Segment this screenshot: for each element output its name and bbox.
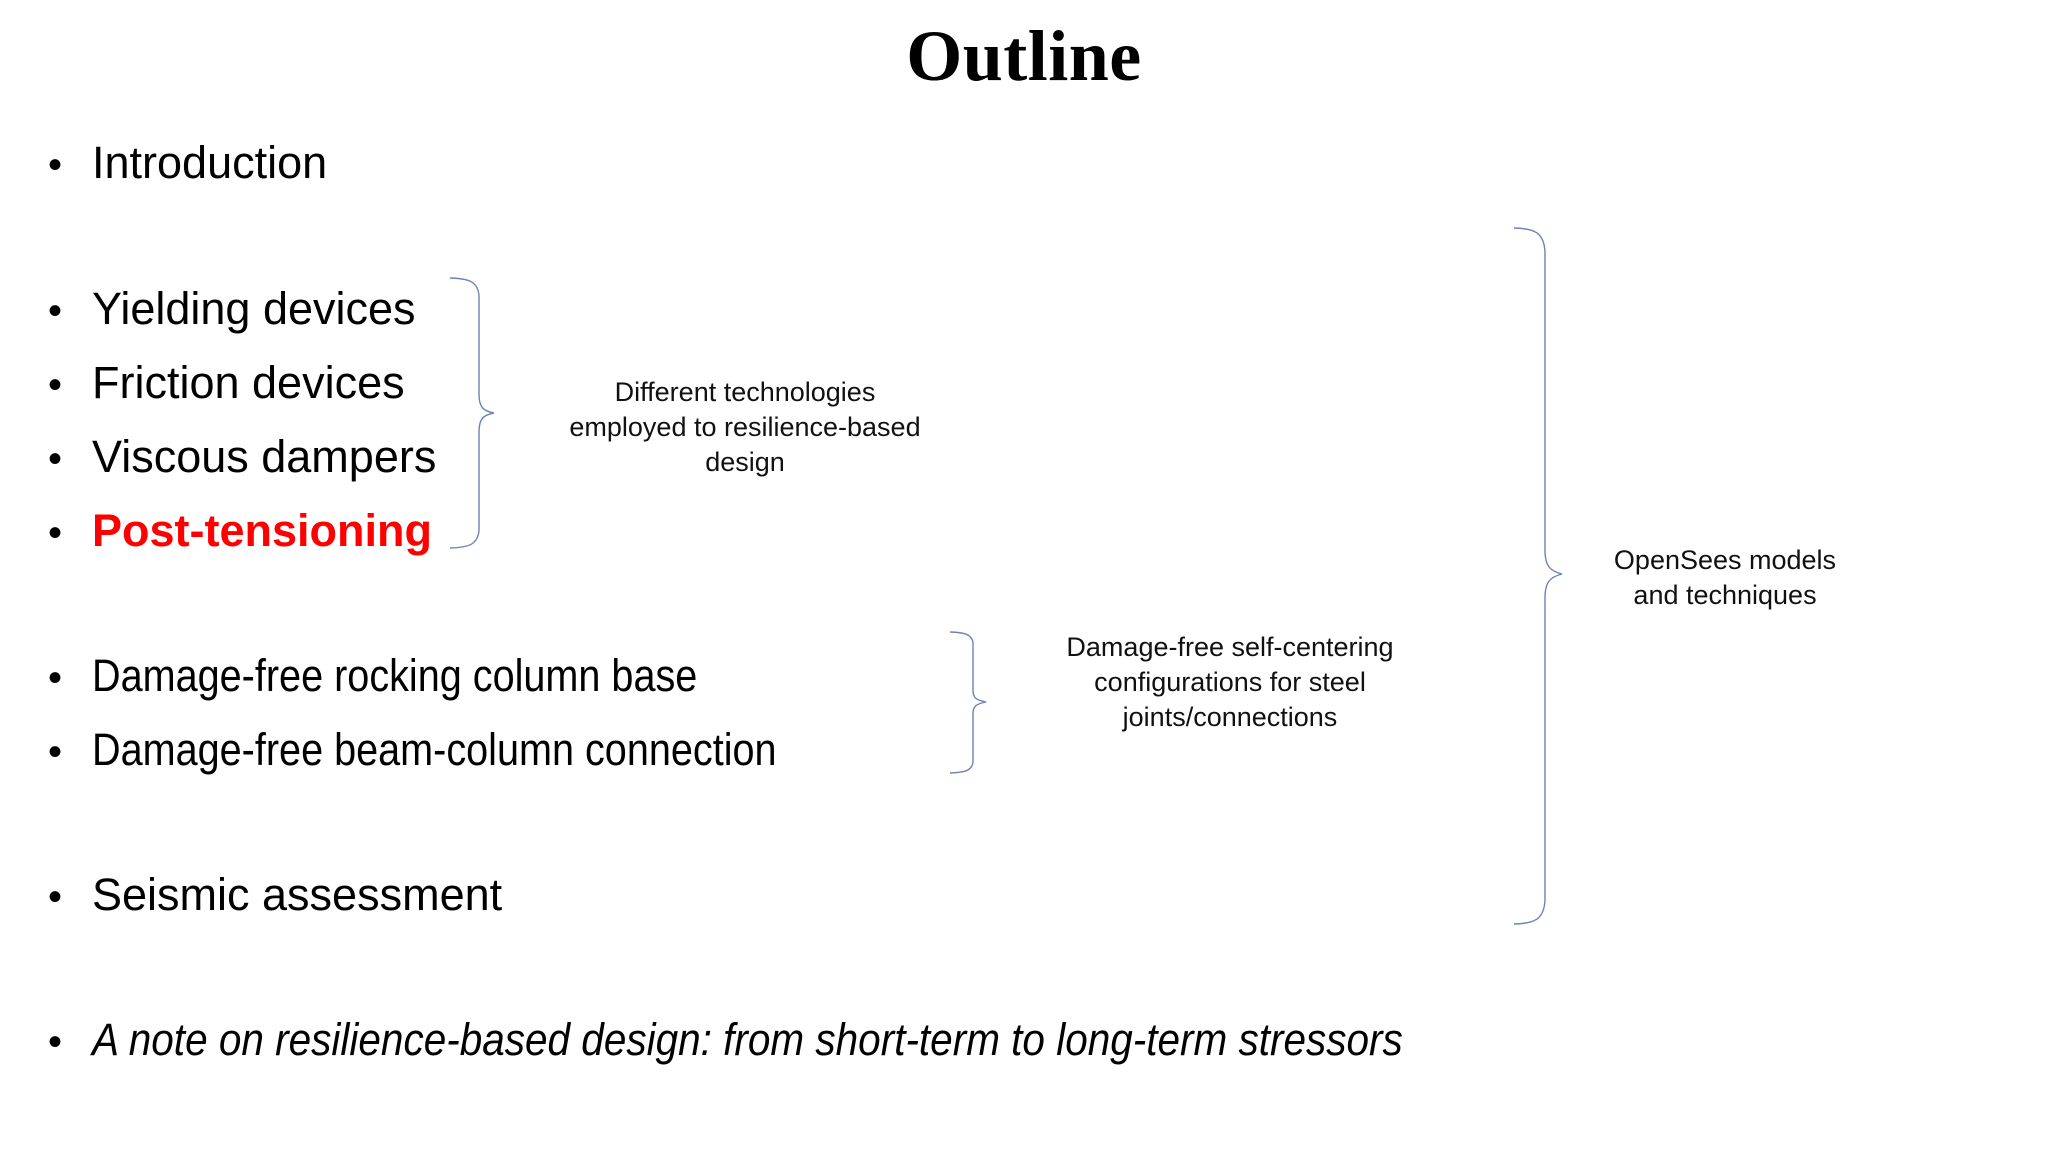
page-title: Outline bbox=[906, 16, 1142, 96]
annotation-technologies-line-3: design bbox=[705, 447, 785, 478]
list-item-viscous-dampers[interactable]: • Viscous dampers bbox=[48, 434, 436, 479]
annotation-technologies-line-2: employed to resilience-based bbox=[569, 412, 921, 443]
annotation-configurations-line-3: joints/connections bbox=[1122, 702, 1338, 733]
list-item-introduction[interactable]: • Introduction bbox=[48, 140, 327, 185]
bullet-marker-icon: • bbox=[48, 511, 63, 555]
annotation-opensees: OpenSees models and techniques bbox=[1575, 543, 1875, 613]
bullet-marker-icon: • bbox=[48, 363, 63, 407]
list-item-label-highlighted: Post-tensioning bbox=[92, 505, 432, 556]
bullet-marker-icon: • bbox=[48, 289, 63, 333]
list-item-yielding-devices[interactable]: • Yielding devices bbox=[48, 286, 416, 331]
list-item-label: Yielding devices bbox=[92, 283, 416, 334]
annotation-configurations: Damage-free self-centering configuration… bbox=[1000, 630, 1460, 735]
annotation-technologies: Different technologies employed to resil… bbox=[530, 375, 960, 480]
list-item-label: Seismic assessment bbox=[92, 869, 503, 920]
bullet-marker-icon: • bbox=[48, 656, 63, 700]
brace-technologies-icon bbox=[448, 276, 496, 550]
annotation-configurations-line-2: configurations for steel bbox=[1094, 667, 1366, 698]
list-item-label: Viscous dampers bbox=[92, 431, 437, 482]
list-item-label: Damage-free beam-column connection bbox=[92, 724, 777, 775]
list-item-label: Introduction bbox=[92, 137, 328, 188]
list-item-beam-column-connection[interactable]: • Damage-free beam-column connection bbox=[48, 727, 870, 772]
bullet-marker-icon: • bbox=[48, 437, 63, 481]
annotation-configurations-line-1: Damage-free self-centering bbox=[1066, 632, 1394, 662]
bullet-marker-icon: • bbox=[48, 875, 63, 919]
list-item-label: Damage-free rocking column base bbox=[92, 650, 698, 701]
annotation-opensees-line-2: and techniques bbox=[1633, 580, 1817, 611]
list-item-rocking-column-base[interactable]: • Damage-free rocking column base bbox=[48, 653, 780, 698]
list-item-post-tensioning[interactable]: • Post-tensioning bbox=[48, 508, 432, 553]
list-item-label: Friction devices bbox=[92, 357, 405, 408]
list-item-resilience-note[interactable]: • A note on resilience-based design: fro… bbox=[48, 1017, 1548, 1062]
brace-opensees-icon bbox=[1512, 226, 1564, 926]
annotation-technologies-line-1: Different technologies bbox=[614, 377, 876, 407]
list-item-label-italic: A note on resilience-based design: from … bbox=[92, 1014, 1403, 1065]
bullet-marker-icon: • bbox=[48, 143, 63, 187]
annotation-opensees-line-1: OpenSees models bbox=[1613, 545, 1837, 575]
bullet-marker-icon: • bbox=[48, 1020, 63, 1064]
brace-configurations-icon bbox=[948, 630, 988, 775]
list-item-friction-devices[interactable]: • Friction devices bbox=[48, 360, 405, 405]
bullet-marker-icon: • bbox=[48, 730, 63, 774]
list-item-seismic-assessment[interactable]: • Seismic assessment bbox=[48, 872, 502, 917]
